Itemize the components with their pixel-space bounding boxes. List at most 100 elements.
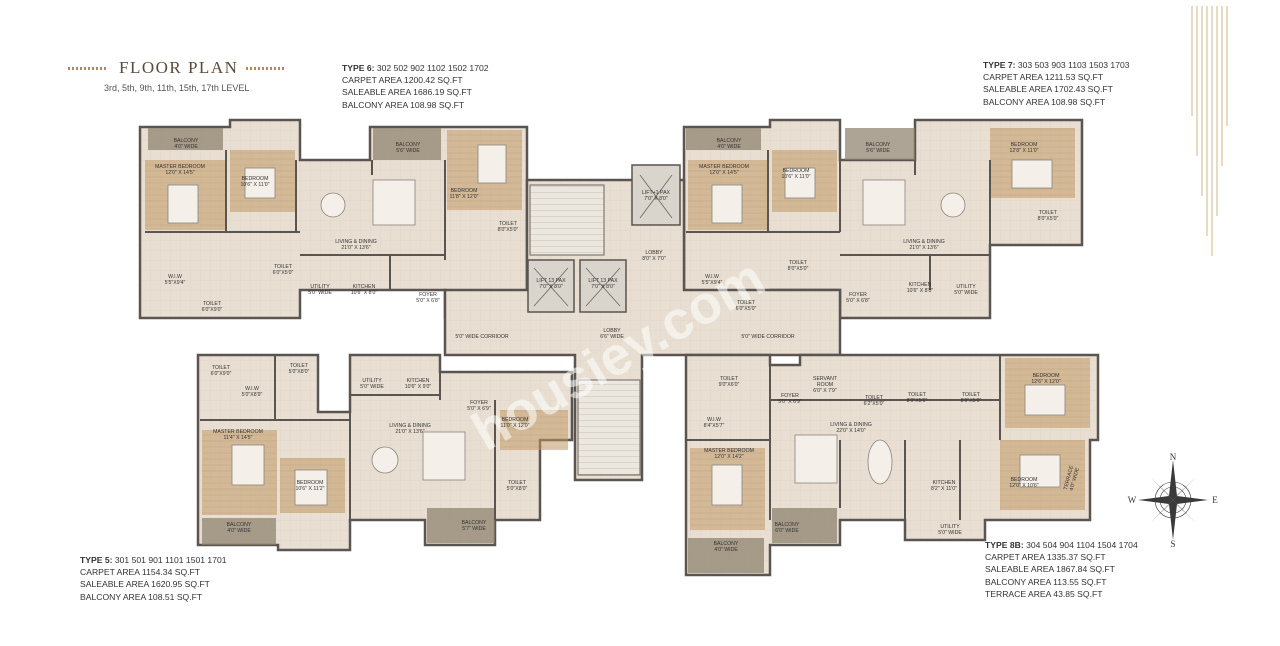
room-label-line: LIVING & DINING — [903, 239, 945, 245]
type7-balcony: BALCONY AREA 108.98 SQ.FT — [983, 96, 1106, 107]
room-label-line: 5'0"X8'9" — [242, 392, 263, 398]
room-label-line: LIFT 13 PAX — [588, 278, 618, 284]
room-label-line: TOILET — [962, 392, 981, 398]
room-label-line: 5'0" WIDE — [954, 290, 978, 296]
type6-saleable: SALEABLE AREA 1686.19 SQ.FT — [342, 87, 472, 98]
room-label-line: 4'0" WIDE — [717, 144, 741, 150]
room-label-line: 5'0"X8'0" — [289, 369, 310, 375]
type8b-saleable: SALEABLE AREA 1867.84 SQ.FT — [985, 564, 1115, 575]
room-label-line: UTILITY — [940, 524, 960, 530]
room-label-line: LIVING & DINING — [389, 423, 431, 429]
room-label-line: 5'5"X9'4" — [702, 280, 723, 286]
room-label-line: FOYER — [781, 393, 799, 399]
room-label-line: W.I.W — [245, 386, 259, 392]
room-label-line: BEDROOM — [451, 188, 478, 194]
type7-info: TYPE 7: 303 503 903 1103 1503 1703 CARPE… — [983, 59, 1130, 108]
room-label-line: 11'8" X 12'0" — [450, 194, 479, 200]
type8b-carpet: CARPET AREA 1335.37 SQ.FT — [985, 552, 1106, 563]
compass-n: N — [1170, 452, 1177, 462]
room-label-line: BEDROOM — [1033, 373, 1060, 379]
type5-saleable: SALEABLE AREA 1620.95 SQ.FT — [80, 579, 210, 590]
room-label-line: TOILET — [865, 395, 884, 401]
title-ornament-right — [246, 67, 286, 70]
room-label-line: 5'0" WIDE — [938, 530, 962, 536]
type6-heading: TYPE 6: 302 502 902 1102 1502 1702 — [342, 63, 489, 73]
room-label-line: MASTER BEDROOM — [213, 429, 263, 435]
room-label-line: TOILET — [274, 264, 293, 270]
room-label-line: 5'0" WIDE — [360, 384, 384, 390]
room-label-line: BALCONY — [717, 138, 742, 144]
compass-icon: N S W E — [1128, 452, 1219, 548]
room-label-line: 7'0" X 8'0" — [591, 284, 615, 290]
room-label-line: 6'0" X 7'9" — [813, 388, 837, 394]
room-label-line: W.I.W — [707, 417, 721, 423]
room-label-line: MASTER BEDROOM — [704, 448, 754, 454]
type5-balcony: BALCONY AREA 108.51 SQ.FT — [80, 591, 203, 602]
room-label-line: FOYER — [470, 400, 488, 406]
room-label-line: 10'6" X 8'0" — [351, 290, 378, 296]
room-label-line: 8'0"X5'0" — [498, 227, 519, 233]
furniture — [167, 144, 1066, 506]
room-label-line: LIVING & DINING — [830, 422, 872, 428]
room-label-line: 6'0" WIDE — [775, 528, 799, 534]
title-ornament-left — [68, 67, 108, 70]
room-label-line: TOILET — [789, 260, 808, 266]
room-label-line: UTILITY — [362, 378, 382, 384]
room-label-line: 7'0" X 8'0" — [644, 196, 668, 202]
room-label-line: BALCONY — [227, 522, 252, 528]
room-label-line: 8'0"X5'0" — [961, 398, 982, 404]
room-label-line: 4'0" WIDE — [227, 528, 251, 534]
room-label-line: BEDROOM — [502, 417, 529, 423]
type8b-balcony: BALCONY AREA 113.55 SQ.FT — [985, 576, 1107, 587]
room-label-line: BALCONY — [714, 541, 739, 547]
room-label-line: 6'2"X5'0" — [864, 401, 885, 407]
room-label-line: W.I.W — [705, 274, 719, 280]
page-subtitle: 3rd, 5th, 9th, 11th, 15th, 17th LEVEL — [104, 83, 250, 93]
room-label-line: TOILET — [720, 376, 739, 382]
compass-e: E — [1212, 495, 1218, 505]
room-label-line: KITCHEN — [407, 378, 430, 384]
room-label-line: 8'0"X5'0" — [1038, 216, 1059, 222]
room-label-line: 10'6" X 11'0" — [241, 182, 270, 188]
type7-carpet: CARPET AREA 1211.53 SQ.FT — [983, 72, 1104, 83]
room-label-line: BEDROOM — [783, 168, 810, 174]
room-label-line: 6'0"X5'0" — [736, 306, 757, 312]
room-label-line: 21'0" X 13'6" — [395, 429, 424, 435]
room-label-line: KITCHEN — [933, 480, 956, 486]
room-label-line: TOILET — [290, 363, 309, 369]
room-label-line: SERVANT — [813, 376, 838, 382]
room-label-line: 6'0"X9'0" — [211, 371, 232, 377]
type8b-heading: TYPE 8B: 304 504 904 1104 1504 1704 — [985, 540, 1138, 550]
compass-s: S — [1170, 539, 1175, 548]
room-label-line: 4'0" WIDE — [174, 144, 198, 150]
room-label-line: LOBBY — [603, 328, 621, 334]
room-label-line: 10'6" X 11'2" — [296, 486, 325, 492]
